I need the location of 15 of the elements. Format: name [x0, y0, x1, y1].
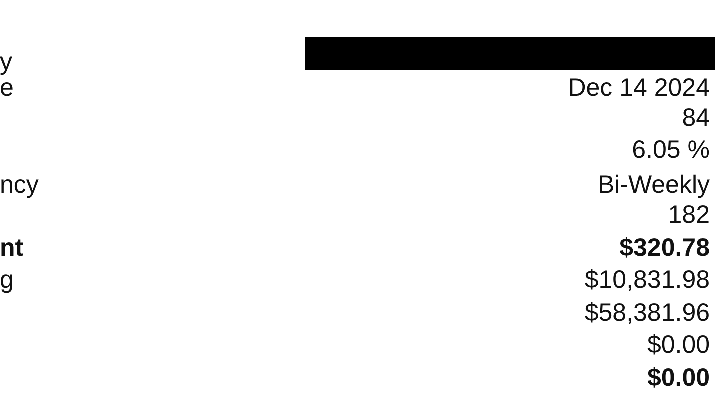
- value-text: Dec 14 2024: [568, 74, 710, 102]
- value-text: $0.00: [647, 364, 710, 392]
- row-label: y: [0, 48, 12, 76]
- row-label: e: [0, 74, 14, 102]
- value-text: Bi-Weekly: [598, 171, 710, 199]
- value-text: $58,381.96: [584, 299, 710, 327]
- row-label: nt: [0, 234, 24, 262]
- value-text: 84: [682, 104, 710, 132]
- value-text: $10,831.98: [584, 266, 710, 294]
- value-text: 182: [668, 201, 710, 229]
- value-text: $0.00: [647, 331, 710, 359]
- value-text: $320.78: [620, 234, 710, 262]
- row-label: g: [0, 266, 14, 294]
- row-label: ncy: [0, 171, 39, 199]
- value-text: 6.05 %: [632, 136, 710, 164]
